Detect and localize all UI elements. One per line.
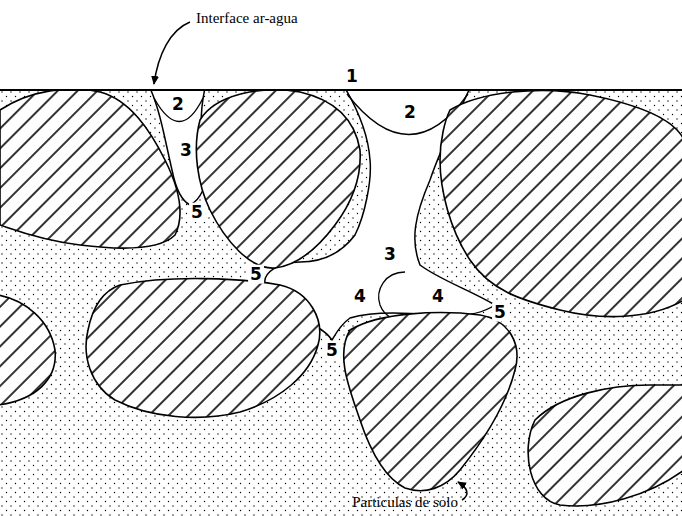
surface-line xyxy=(0,89,682,91)
leader-line xyxy=(458,482,467,500)
soil-particle xyxy=(440,90,682,316)
callout-number: 5 xyxy=(248,265,264,284)
soil-particle xyxy=(86,279,320,418)
callout-number: 1 xyxy=(346,67,358,86)
soil-particle xyxy=(528,385,682,506)
callout-number: 5 xyxy=(324,341,340,360)
soil-particle xyxy=(0,295,55,405)
callout-number: 3 xyxy=(384,245,396,264)
callout-number: 2 xyxy=(404,103,416,122)
label-text: Particulas de solo xyxy=(352,494,458,511)
leader-line xyxy=(154,22,190,84)
meniscus xyxy=(379,272,405,320)
soil-particle xyxy=(0,90,180,248)
callout-number: 5 xyxy=(189,203,205,222)
label-text: Interface ar-agua xyxy=(196,10,298,27)
callout-number: 4 xyxy=(354,287,366,306)
soil-particle xyxy=(344,313,517,491)
soil-particle xyxy=(196,90,360,268)
callout-number: 3 xyxy=(180,141,192,160)
callout-number: 5 xyxy=(492,303,508,322)
callout-number: 4 xyxy=(432,287,444,306)
callout-number: 2 xyxy=(172,95,184,114)
